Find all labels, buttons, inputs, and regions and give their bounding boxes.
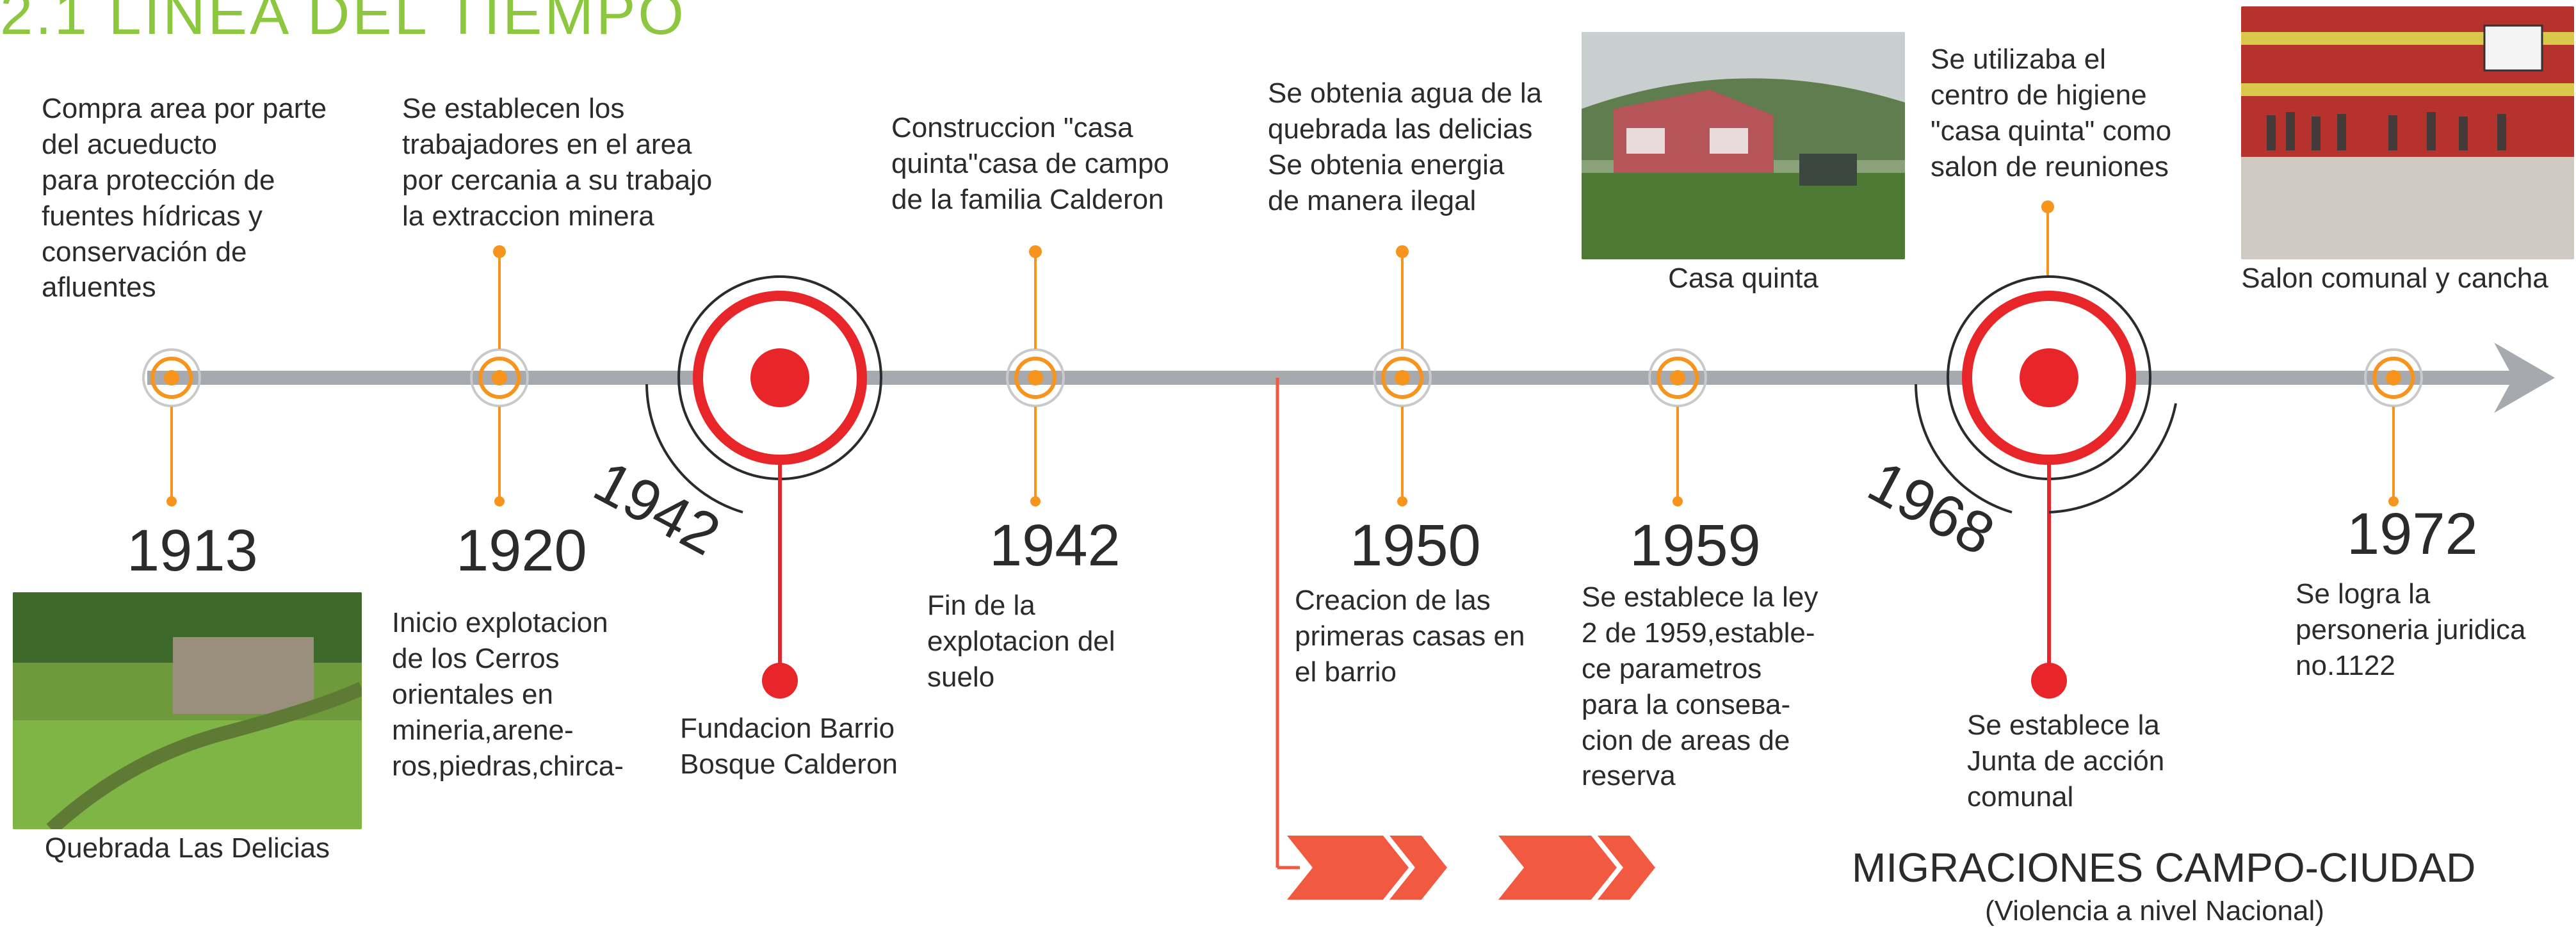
year-1972: 1972 (2347, 501, 2478, 567)
target-1942 (645, 275, 882, 699)
timeline-arrowhead (2494, 343, 2555, 413)
photo-casa-quinta (1582, 32, 1905, 259)
year-1950: 1950 (1350, 513, 1481, 578)
marker-1950 (1373, 245, 1432, 506)
year-1942: 1942 (989, 513, 1121, 578)
marker-1920 (470, 245, 529, 506)
migration-title: MIGRACIONES CAMPO-CIUDAD (1852, 845, 2476, 891)
marker-1913 (142, 348, 201, 506)
marker-1959 (1648, 348, 1707, 506)
page-title: 2.1 LINEA DEL TIEMPO (0, 0, 686, 47)
marker-1942-casa (1006, 245, 1065, 506)
caption-casa-quinta: Casa quinta (1668, 263, 1819, 294)
migration-chevrons (1287, 836, 1655, 900)
photo-salon-comunal (2241, 6, 2574, 259)
year-1913: 1913 (127, 518, 258, 583)
caption-quebrada: Quebrada Las Delicias (44, 832, 330, 864)
caption-salon: Salon comunal y cancha (2241, 263, 2548, 294)
migration-marker (1276, 378, 1300, 870)
marker-1968-top (2041, 200, 2054, 275)
year-1959: 1959 (1630, 513, 1761, 578)
photo-quebrada-las-delicias (13, 592, 362, 829)
migration-subtitle: (Violencia a nivel Nacional) (1985, 895, 2324, 927)
year-1920: 1920 (456, 518, 587, 583)
marker-1972 (2364, 348, 2423, 506)
target-1968 (1915, 275, 2177, 699)
